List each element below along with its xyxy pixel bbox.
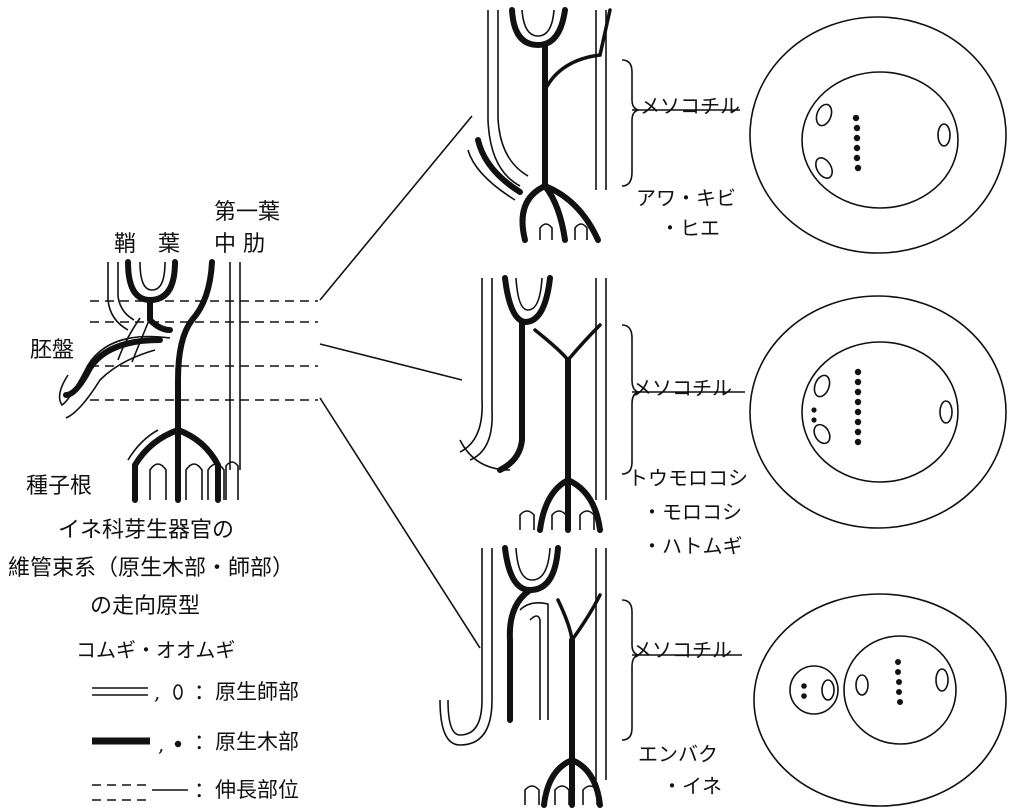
scutellum-label: 胚盤 <box>30 340 74 362</box>
legend-elongation-label: ：伸長部位 <box>194 780 299 801</box>
legend-phloem-label: ：原生師部 <box>194 682 299 703</box>
caption-line-3: の走向原型 <box>90 596 200 618</box>
caption-line-1: イネ科芽生器官の <box>58 520 234 542</box>
legend-sep-2: , <box>158 734 164 754</box>
type-1-species-1: アワ・キビ <box>636 188 736 208</box>
type-3-species-1: エンバク <box>638 744 718 764</box>
type-1-diagram <box>468 10 1006 253</box>
type-2-mesocotyl-label: メソコチル <box>632 378 732 398</box>
type-2-species-2: ・モロコシ <box>642 502 742 522</box>
type-2-species-1: トウモロコシ <box>628 468 748 488</box>
type-2-species-3: ・ハトムギ <box>642 536 743 556</box>
first-leaf-label: 第一葉 <box>214 202 280 224</box>
type-1-mesocotyl-label: メソコチル <box>640 96 740 116</box>
coleoptile-label: 鞘 葉 <box>114 234 180 256</box>
type-1-species-2: ・ヒエ <box>660 218 720 238</box>
type-3-diagram <box>440 548 1006 806</box>
legend-symbols <box>92 685 188 800</box>
type-3-species-2: ・イネ <box>662 776 722 796</box>
caption-line-4: コムギ・オオムギ <box>76 640 235 660</box>
phloem-dot-symbol <box>174 685 182 699</box>
midrib-label: 中 肋 <box>214 234 265 256</box>
caption-line-2: 維管束系（原生木部・師部） <box>8 558 294 580</box>
type-3-mesocotyl-label: メソコチル <box>632 640 732 660</box>
xylem-dot-symbol <box>175 741 181 747</box>
legend-xylem-label: ：原生木部 <box>194 732 299 753</box>
seminal-root-label: 種子根 <box>26 476 92 498</box>
legend-sep-1: , <box>154 682 160 702</box>
type-2-diagram <box>460 278 1006 530</box>
